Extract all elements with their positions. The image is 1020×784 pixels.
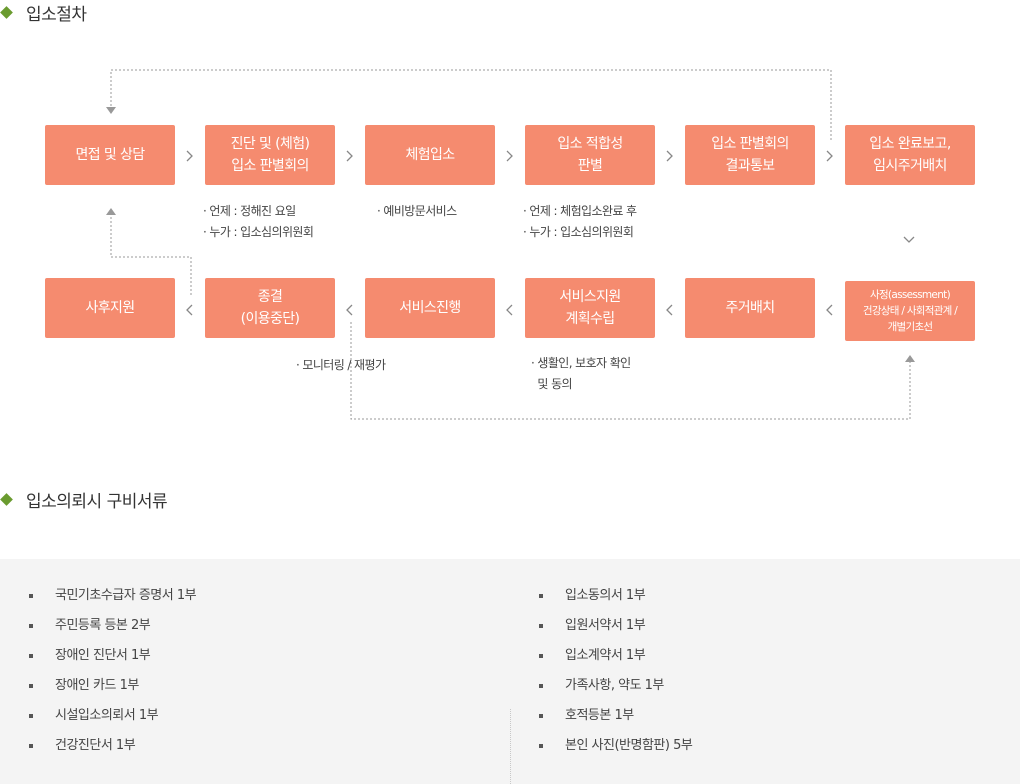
documents-section-title: 입소의뢰시 구비서류: [0, 487, 168, 512]
chevron-right-icon: [666, 150, 673, 162]
documents-list-right: 입소동의서 1부 입원서약서 1부 입소계약서 1부 가족사항, 약도 1부 호…: [539, 585, 693, 765]
list-item: 건강진단서 1부: [29, 735, 196, 765]
chevron-left-icon: [506, 304, 513, 316]
list-item: 호적등본 1부: [539, 705, 692, 735]
chevron-right-icon: [186, 150, 193, 162]
list-item: 주민등록 등본 2부: [29, 615, 196, 645]
note-plan: · 생활인, 보호자 확인 및 동의: [531, 356, 631, 391]
list-item: 본인 사진(반명함판) 5부: [539, 735, 693, 765]
list-item: 시설입소의뢰서 1부: [29, 705, 196, 735]
loop-line-top: [110, 69, 832, 140]
procedure-title: 입소절차: [26, 4, 87, 25]
chevron-left-icon: [346, 304, 353, 316]
step-admission-report: 입소 완료보고, 임시주거배치: [845, 125, 975, 185]
list-item: 가족사항, 약도 1부: [539, 675, 692, 705]
list-item: 입소계약서 1부: [539, 645, 692, 675]
arrow-up-icon: [905, 355, 915, 362]
step-aftercare: 사후지원: [45, 278, 175, 338]
flow-connectors: [106, 69, 915, 420]
loop-line-bottom: [350, 322, 911, 420]
note-suitability: · 언제 : 체험입소완료 후 · 누가 : 입소심의위원회: [523, 204, 637, 239]
procedure-section-title: 입소절차: [0, 0, 87, 25]
arrow-up-icon: [106, 208, 116, 215]
diamond-bullet-icon: [0, 492, 13, 506]
list-item: 국민기초수급자 증명서 1부: [29, 585, 197, 615]
documents-title: 입소의뢰시 구비서류: [26, 491, 168, 512]
step-diagnosis: 진단 및 (체험) 입소 판별회의: [205, 125, 335, 185]
documents-list-left: 국민기초수급자 증명서 1부 주민등록 등본 2부 장애인 진단서 1부 장애인…: [29, 585, 197, 765]
chevron-right-icon: [826, 150, 833, 162]
step-service-plan: 서비스지원 계획수립: [525, 278, 655, 338]
chevron-down-icon: [903, 236, 915, 243]
step-service-progress: 서비스진행: [365, 278, 495, 338]
list-item: 입원서약서 1부: [539, 615, 692, 645]
chevron-left-icon: [666, 304, 673, 316]
list-item: 장애인 카드 1부: [29, 675, 196, 705]
step-trial-admission: 체험입소: [365, 125, 495, 185]
chevron-right-icon: [346, 150, 353, 162]
note-diagnosis: · 언제 : 정해진 요일 · 누가 : 입소심의위원회: [203, 204, 314, 239]
chevron-right-icon: [506, 150, 513, 162]
loop-line-left: [110, 216, 192, 295]
arrow-down-icon: [106, 107, 116, 114]
column-divider: [510, 709, 511, 784]
list-item: 입소동의서 1부: [539, 585, 692, 615]
list-item: 장애인 진단서 1부: [29, 645, 196, 675]
note-trial: · 예비방문서비스: [377, 204, 457, 218]
chevron-left-icon: [186, 304, 193, 316]
step-result-notice: 입소 판별회의 결과통보: [685, 125, 815, 185]
step-suitability: 입소 적합성 판별: [525, 125, 655, 185]
step-assessment: 사정(assessment) 건강상태 / 사회적관계 / 개별기초선: [845, 281, 975, 341]
note-service: · 모니터링 / 재평가: [296, 358, 386, 372]
step-housing: 주거배치: [685, 278, 815, 338]
documents-panel: 국민기초수급자 증명서 1부 주민등록 등본 2부 장애인 진단서 1부 장애인…: [0, 559, 1020, 784]
step-interview: 면접 및 상담: [45, 125, 175, 185]
step-termination: 종결 (이용중단): [205, 278, 335, 338]
chevron-left-icon: [826, 304, 833, 316]
